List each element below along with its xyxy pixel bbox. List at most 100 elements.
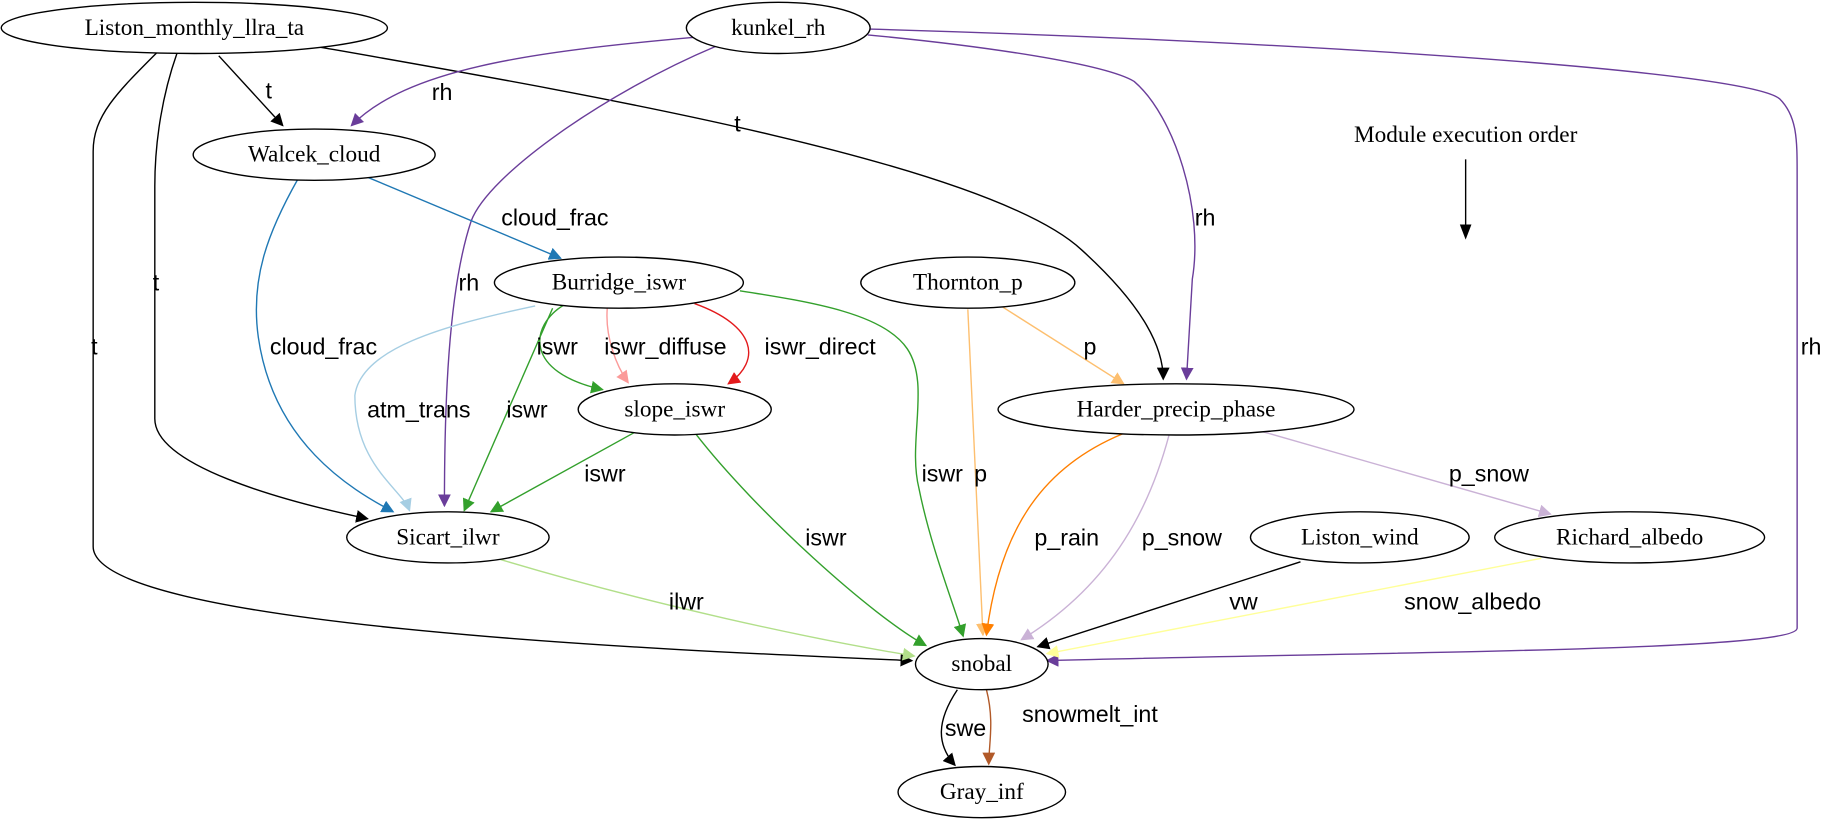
- edge-label: snowmelt_int: [1022, 701, 1158, 727]
- edge-line: [366, 176, 562, 260]
- edge-label: rh: [432, 79, 453, 105]
- edge-kunkel_rh-Harder_precip_phase: rh: [867, 34, 1216, 381]
- edge-label: t: [91, 334, 98, 360]
- node-Harder_precip_phase: Harder_precip_phase: [997, 383, 1355, 436]
- edge-line: [218, 55, 284, 127]
- edge-line: [967, 309, 989, 637]
- edge-Burridge_iswr-Sicart_ilwr: atm_trans: [354, 305, 536, 512]
- edge-line: [255, 178, 395, 513]
- edge-Walcek_cloud-Sicart_ilwr: cloud_frac: [255, 178, 395, 513]
- node-label: Gray_inf: [940, 779, 1024, 805]
- edge-line: [350, 36, 696, 127]
- edge-line: [1020, 434, 1170, 641]
- node-label: kunkel_rh: [731, 15, 826, 41]
- edge-slope_iswr-snobal: iswr: [695, 433, 928, 647]
- edge-label: vw: [1229, 588, 1258, 614]
- edge-slope_iswr-Sicart_ilwr: iswr: [489, 432, 635, 513]
- node-label: Burridge_iswr: [552, 270, 687, 296]
- edge-line: [981, 433, 1123, 637]
- edge-label: p_snow: [1142, 524, 1222, 550]
- edge-line: [1002, 306, 1125, 385]
- edge-label: snow_albedo: [1404, 588, 1541, 614]
- node-label: Richard_albedo: [1556, 524, 1703, 550]
- edge-line: [489, 432, 635, 513]
- edge-line: [354, 305, 536, 512]
- edge-line: [868, 28, 1798, 667]
- edge-Thornton_p-Harder_precip_phase: p: [1002, 306, 1125, 385]
- node-label: Walcek_cloud: [248, 142, 381, 168]
- node-ellipse: [0, 1, 389, 55]
- edge-Burridge_iswr-Sicart_ilwr: iswr: [462, 307, 554, 512]
- node-ellipse: [997, 383, 1355, 436]
- node-label: Thornton_p: [913, 270, 1023, 296]
- edge-label: p: [1083, 334, 1096, 360]
- edge-line: [1045, 557, 1542, 658]
- node-ellipse: [493, 256, 745, 309]
- edge-line: [694, 302, 750, 385]
- edge-line: [92, 51, 914, 667]
- edge-label: rh: [1195, 205, 1216, 231]
- edge-Sicart_ilwr-snobal: ilwr: [500, 558, 916, 661]
- edge-Liston_wind-snobal: vw: [1036, 561, 1301, 650]
- node-slope_iswr: slope_iswr: [577, 383, 772, 436]
- edge-label: t: [153, 270, 160, 296]
- edge-snobal-Gray_inf: snowmelt_int: [982, 689, 1158, 766]
- node-Liston_monthly_llra_ta: Liston_monthly_llra_ta: [0, 1, 389, 55]
- node-ellipse: [897, 765, 1067, 819]
- edge-label: iswr: [584, 460, 626, 486]
- edge-line: [695, 433, 928, 647]
- node-ellipse: [685, 1, 871, 55]
- edge-Burridge_iswr-snobal: iswr: [739, 290, 967, 638]
- edge-line: [539, 304, 604, 394]
- node-ellipse: [1249, 511, 1470, 564]
- node-ellipse: [577, 383, 772, 436]
- edge-label: cloud_frac: [270, 334, 378, 360]
- edge-Burridge_iswr-slope_iswr: iswr: [537, 304, 604, 394]
- legend-label: Module execution order: [1354, 122, 1578, 148]
- node-ellipse: [192, 128, 436, 181]
- edge-Liston_monthly_llra_ta-Sicart_ilwr: t: [153, 53, 369, 523]
- edge-label: iswr: [805, 524, 847, 550]
- edge-label: swe: [945, 715, 986, 741]
- edge-line: [1036, 561, 1301, 650]
- node-label: Harder_precip_phase: [1077, 396, 1276, 422]
- arrowhead-icon: [1459, 224, 1472, 240]
- node-Gray_inf: Gray_inf: [897, 765, 1067, 819]
- edge-Harder_precip_phase-snobal: p_snow: [1020, 434, 1222, 641]
- node-Burridge_iswr: Burridge_iswr: [493, 256, 745, 309]
- edge-snobal-Gray_inf: swe: [940, 689, 986, 767]
- node-snobal: snobal: [914, 637, 1049, 691]
- edge-line: [154, 53, 369, 523]
- edge-label: iswr: [506, 396, 548, 422]
- edge-line: [316, 45, 1170, 381]
- edge-label: iswr: [922, 460, 964, 486]
- node-ellipse: [860, 256, 1076, 309]
- node-label: Liston_wind: [1301, 524, 1419, 550]
- node-Walcek_cloud: Walcek_cloud: [192, 128, 436, 181]
- edge-line: [500, 558, 916, 661]
- edge-Harder_precip_phase-snobal: p_rain: [981, 433, 1123, 637]
- execution-order-legend: Module execution order: [1354, 122, 1578, 240]
- edge-label: p_snow: [1449, 460, 1529, 486]
- edge-line: [1261, 430, 1552, 518]
- edge-line: [606, 308, 629, 384]
- edge-line: [982, 689, 996, 766]
- node-label: Sicart_ilwr: [396, 524, 500, 550]
- node-ellipse: [346, 511, 550, 564]
- node-Liston_wind: Liston_wind: [1249, 511, 1470, 564]
- edge-line: [739, 290, 967, 638]
- edge-label: t: [266, 78, 273, 104]
- edge-label: p: [974, 460, 987, 486]
- edge-kunkel_rh-snobal: rh: [868, 28, 1822, 667]
- edge-Liston_monthly_llra_ta-Walcek_cloud: t: [218, 55, 284, 127]
- edge-label: cloud_frac: [501, 205, 609, 231]
- node-label: Liston_monthly_llra_ta: [85, 15, 305, 41]
- edge-label: ilwr: [669, 588, 704, 614]
- edge-Walcek_cloud-Burridge_iswr: cloud_frac: [366, 176, 609, 260]
- edge-line: [462, 307, 554, 512]
- edge-label: rh: [1801, 334, 1822, 360]
- edge-label: rh: [459, 270, 480, 296]
- edge-Harder_precip_phase-Richard_albedo: p_snow: [1261, 430, 1552, 518]
- node-Thornton_p: Thornton_p: [860, 256, 1076, 309]
